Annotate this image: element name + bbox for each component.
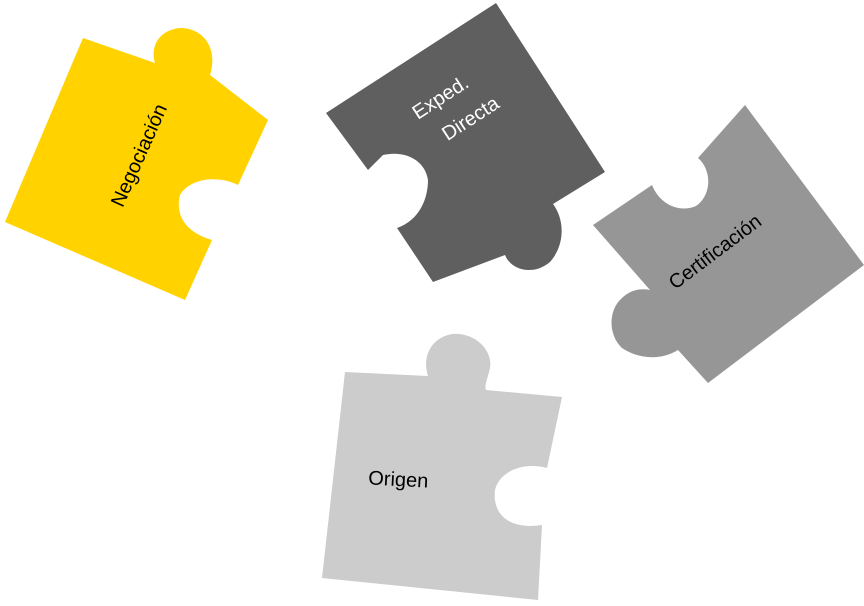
puzzle-piece-certificacion: Certificación	[593, 105, 864, 383]
puzzle-piece-exped-directa: Exped. Directa	[326, 3, 605, 282]
puzzle-piece-negociacion-shape	[5, 28, 268, 300]
puzzle-piece-certificacion-shape	[593, 105, 864, 383]
puzzle-piece-exped-directa-shape	[326, 3, 605, 282]
puzzle-piece-origen: Origen	[322, 333, 562, 600]
puzzle-label-origen: Origen	[368, 467, 429, 492]
puzzle-piece-negociacion: Negociación	[5, 28, 268, 300]
puzzle-piece-origen-shape	[322, 333, 562, 600]
